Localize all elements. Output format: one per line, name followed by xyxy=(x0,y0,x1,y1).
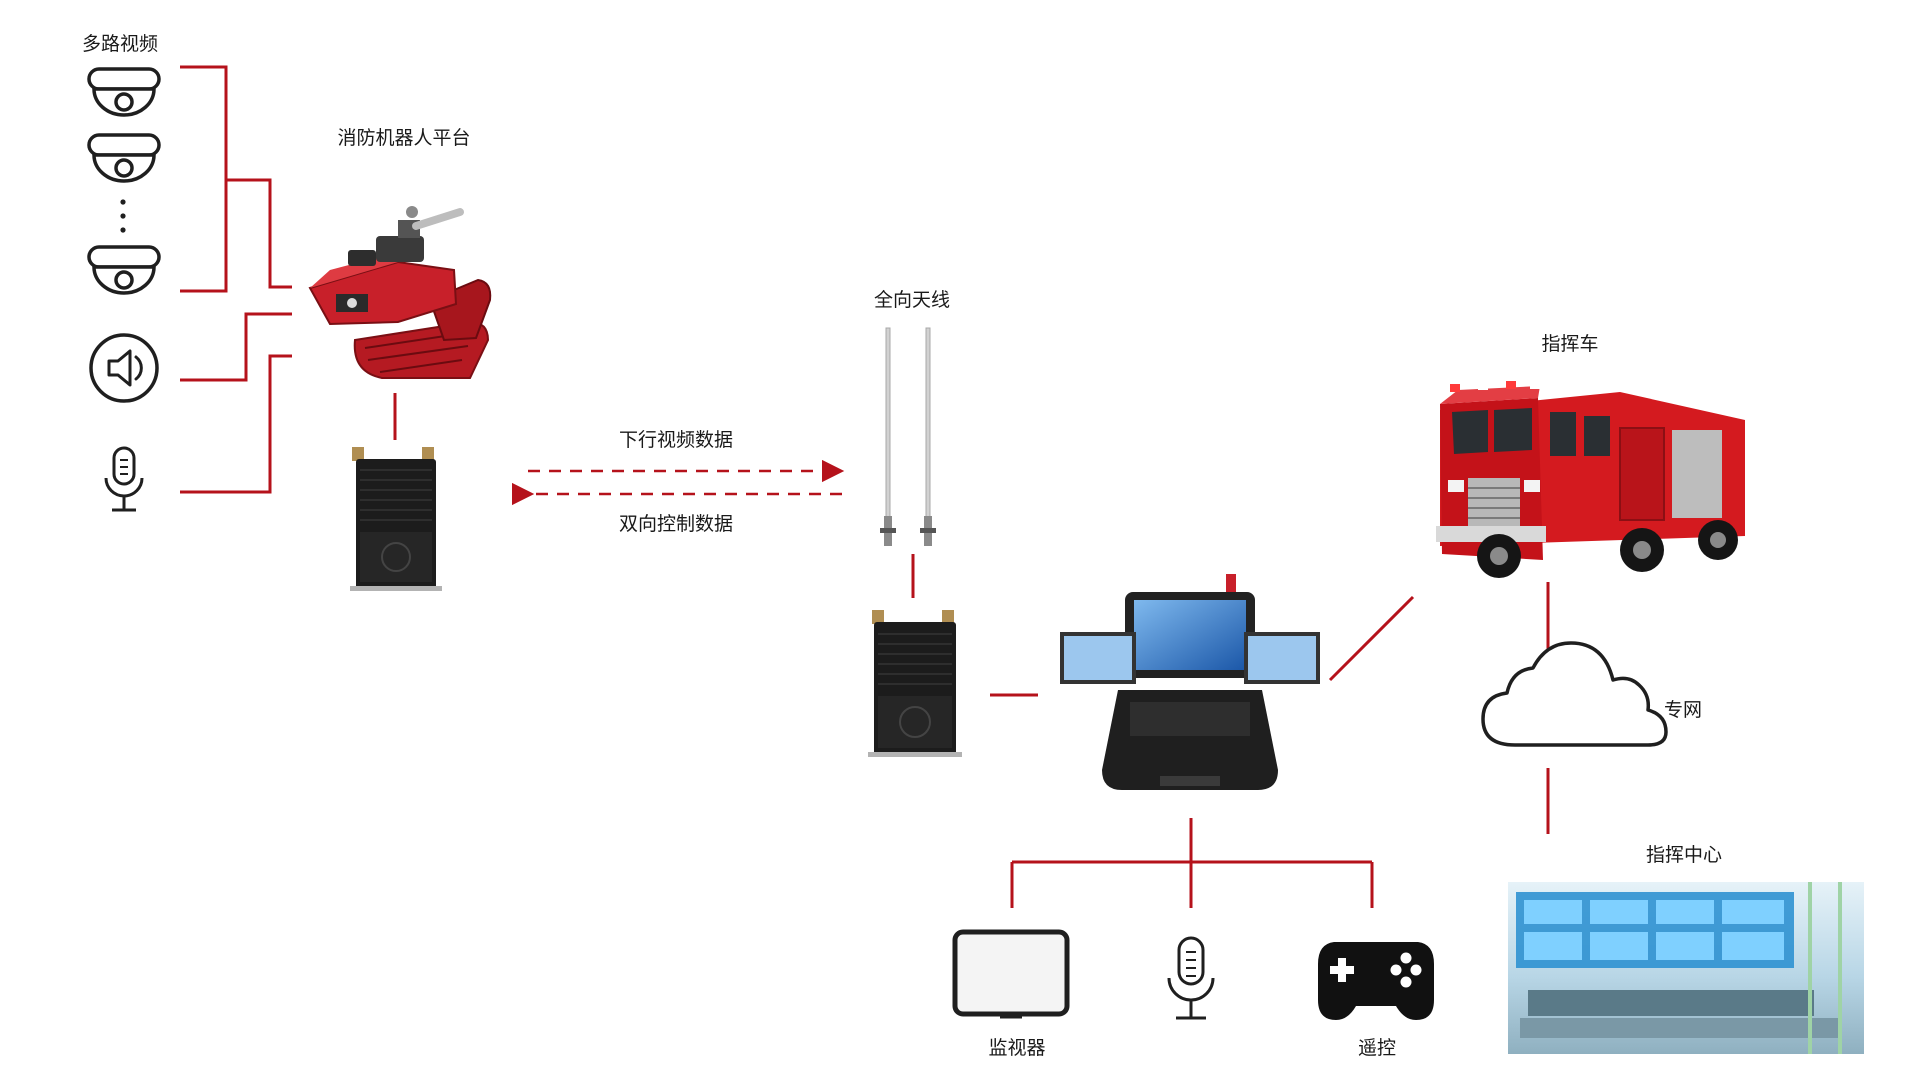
microphone-icon xyxy=(1167,936,1215,1020)
ground-radio-unit xyxy=(868,610,962,757)
dome-camera-icon xyxy=(87,133,161,183)
monitor-label: 监视器 xyxy=(988,1037,1045,1059)
cloud-icon xyxy=(1481,641,1668,747)
omni-antenna-image xyxy=(880,327,936,546)
ellipsis-dots xyxy=(120,199,126,233)
command-center-image xyxy=(1508,882,1864,1054)
terminal-to-vehicle-connector xyxy=(1328,595,1415,682)
remote-control-label: 遥控 xyxy=(1358,1037,1396,1059)
microphone-icon xyxy=(104,446,144,512)
peripheral-connector-lines xyxy=(1010,818,1374,908)
dome-camera-icon xyxy=(87,245,161,295)
dome-camera-icon xyxy=(87,67,161,117)
robot-radio-unit xyxy=(350,447,442,591)
omni-antenna-label: 全向天线 xyxy=(874,289,950,311)
input-connector-lines xyxy=(180,65,397,494)
downlink-video-label: 下行视频数据 xyxy=(619,429,733,451)
robot-platform-label: 消防机器人平台 xyxy=(337,127,470,149)
fire-truck-image xyxy=(1436,381,1745,578)
gamepad-icon xyxy=(1318,942,1434,1020)
fire-robot-image xyxy=(308,206,492,379)
command-center-label: 指挥中心 xyxy=(1646,844,1722,866)
rugged-terminal-image xyxy=(1060,574,1320,790)
bidirectional-control-label: 双向控制数据 xyxy=(619,513,733,535)
command-vehicle-label: 指挥车 xyxy=(1541,333,1598,355)
multi-video-label: 多路视频 xyxy=(82,33,158,55)
private-network-label: 专网 xyxy=(1664,699,1702,721)
speaker-icon xyxy=(89,333,159,403)
monitor-icon xyxy=(952,929,1070,1019)
